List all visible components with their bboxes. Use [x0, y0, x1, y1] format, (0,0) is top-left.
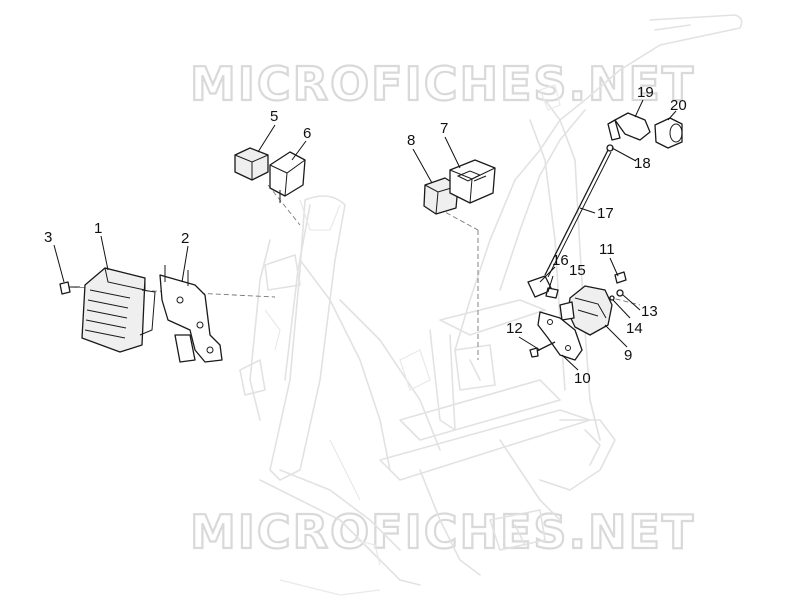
callout-13: 13	[641, 303, 658, 320]
part-16-coil-lead[interactable]	[527, 275, 559, 299]
callout-15: 15	[569, 262, 586, 279]
scooter-frame	[239, 14, 743, 596]
callout-labels: 1 2 3 5 6 7 8 9 10 11 12 13 14 15 16 17 …	[44, 84, 687, 387]
leader-lines	[53, 99, 677, 371]
callout-5: 5	[270, 108, 278, 125]
part-13-washer[interactable]	[616, 289, 624, 297]
callout-16: 16	[552, 252, 569, 269]
part-12-bolt[interactable]	[529, 341, 556, 358]
callout-8: 8	[407, 132, 415, 149]
callout-3: 3	[44, 229, 52, 246]
part-5-relay[interactable]	[234, 147, 269, 181]
callout-14: 14	[626, 320, 643, 337]
callout-18: 18	[634, 155, 651, 172]
part-14-nut[interactable]	[609, 295, 615, 301]
part-19-plug-cap[interactable]	[607, 112, 651, 141]
callout-6: 6	[303, 125, 311, 142]
callout-11: 11	[599, 241, 615, 258]
part-17-cable[interactable]	[544, 149, 612, 278]
part-3-screw[interactable]	[59, 281, 80, 295]
callout-7: 7	[440, 120, 448, 137]
callout-2: 2	[181, 230, 189, 247]
part-2-bracket[interactable]	[159, 265, 223, 363]
callout-20: 20	[670, 97, 687, 114]
callout-10: 10	[574, 370, 591, 387]
watermark-top: MICROFICHES.NET	[190, 57, 695, 111]
part-1-voltage-regulator[interactable]	[81, 267, 156, 353]
assembly-lines	[71, 184, 641, 360]
callout-1: 1	[94, 220, 102, 237]
part-20-boot[interactable]	[654, 117, 683, 149]
callout-9: 9	[624, 347, 632, 364]
part-6-relay-holder[interactable]	[269, 151, 306, 203]
part-7-relay-connector[interactable]	[449, 159, 496, 204]
callout-12: 12	[506, 320, 523, 337]
part-10-bracket[interactable]	[537, 311, 583, 361]
callout-17: 17	[597, 205, 614, 222]
watermark-bottom: MICROFICHES.NET	[190, 505, 695, 559]
callout-19: 19	[637, 84, 654, 101]
part-9-ignition-coil[interactable]	[559, 285, 613, 336]
